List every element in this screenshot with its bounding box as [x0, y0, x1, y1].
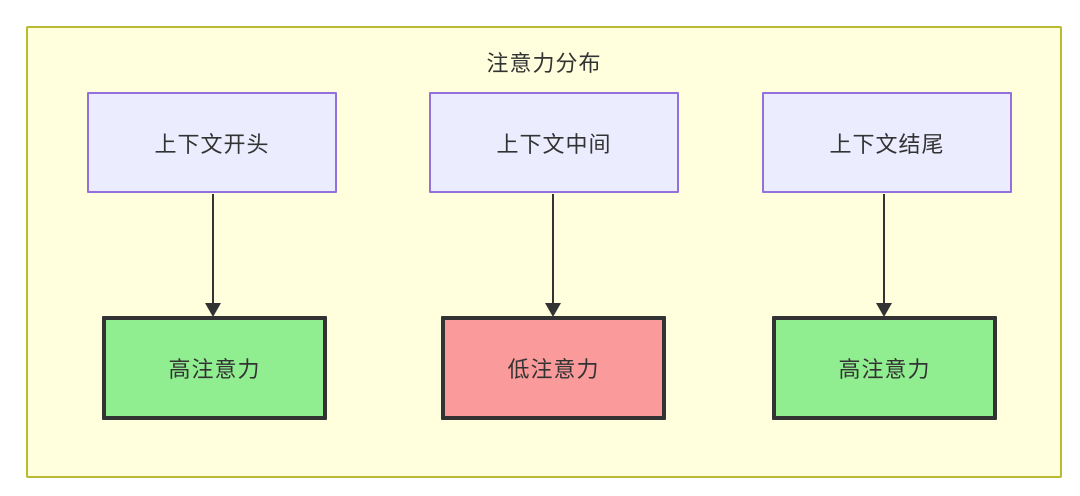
- node-high-attention-right[interactable]: 高注意力: [772, 316, 997, 420]
- node-context-middle[interactable]: 上下文中间: [429, 92, 679, 193]
- node-context-end[interactable]: 上下文结尾: [762, 92, 1012, 193]
- node-label: 高注意力: [838, 357, 931, 382]
- subgraph-title: 注意力分布: [486, 51, 602, 76]
- node-label: 高注意力: [168, 357, 261, 382]
- node-label: 上下文中间: [496, 131, 612, 157]
- node-low-attention-middle[interactable]: 低注意力: [441, 316, 666, 420]
- node-context-beginning[interactable]: 上下文开头: [87, 92, 337, 193]
- node-high-attention-left[interactable]: 高注意力: [102, 316, 327, 420]
- node-label: 低注意力: [507, 357, 600, 382]
- node-label: 上下文开头: [154, 131, 270, 157]
- node-label: 上下文结尾: [829, 131, 945, 157]
